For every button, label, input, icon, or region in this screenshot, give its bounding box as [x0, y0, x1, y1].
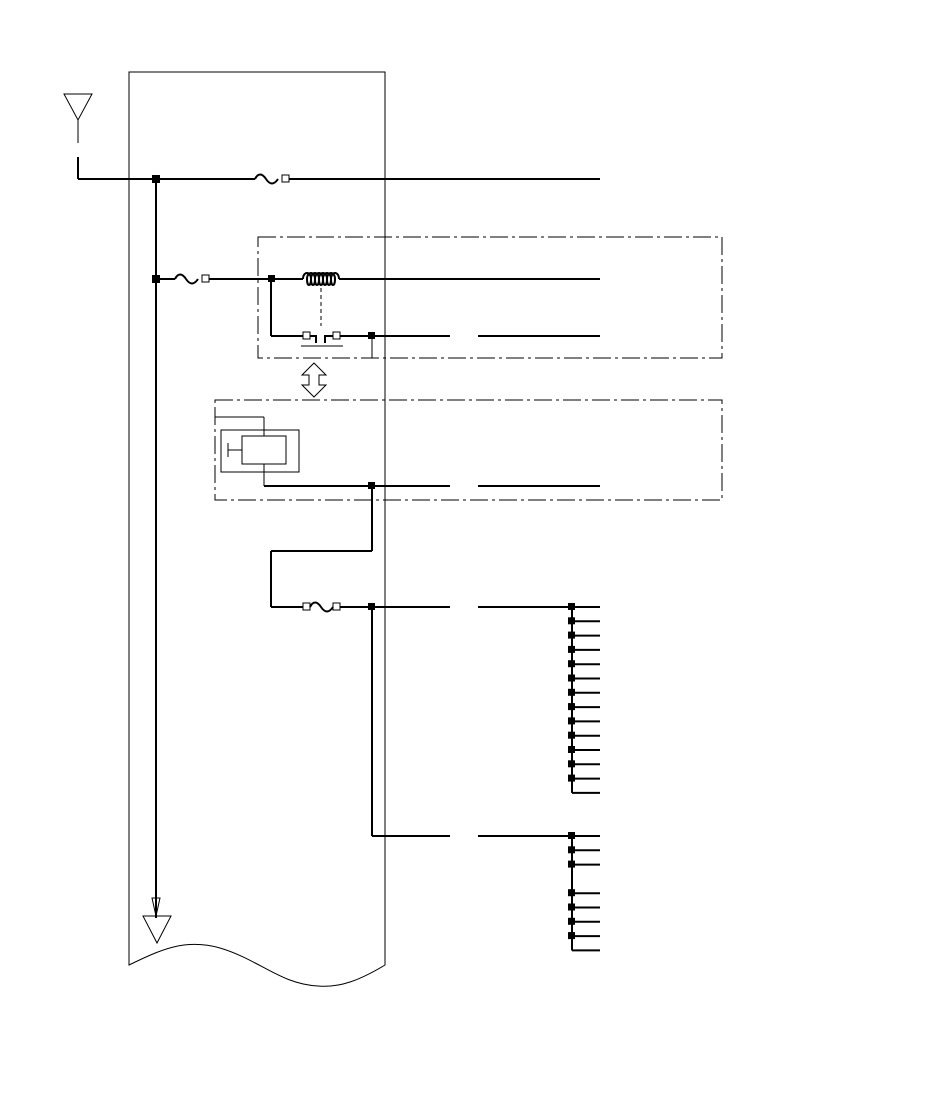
- splice-node: [568, 617, 575, 625]
- power-distribution-box-outline: [128, 71, 386, 987]
- control-module-symbol: [220, 429, 300, 473]
- ground-symbol: [142, 915, 172, 945]
- splice-node: [568, 717, 575, 725]
- splice-node: [568, 603, 575, 610]
- splice-node: [568, 860, 575, 868]
- splice-node: [268, 275, 275, 282]
- splice-node: [368, 332, 375, 339]
- fuse-symbol: [302, 601, 341, 613]
- control-module-boundary: [214, 399, 723, 501]
- splice-node: [568, 660, 575, 668]
- upper-splice-branch-group: [568, 603, 600, 794]
- splice-node: [368, 603, 375, 610]
- splice-node: [568, 760, 575, 768]
- relay-boundary: [257, 236, 723, 359]
- relay-contact-symbol: [301, 331, 343, 347]
- splice-node: [568, 846, 575, 854]
- splice-node: [568, 917, 575, 925]
- splice-node: [152, 175, 160, 183]
- fuse-symbol: [254, 173, 290, 185]
- splice-node: [568, 903, 575, 911]
- splice-node: [568, 688, 575, 696]
- splice-node: [568, 932, 575, 940]
- double-arrow-icon: [300, 362, 328, 398]
- splice-node: [568, 674, 575, 682]
- splice-node: [568, 889, 575, 897]
- lower-splice-branch-group: [568, 832, 600, 952]
- battery-terminal-symbol: [63, 93, 93, 143]
- splice-node: [568, 645, 575, 653]
- relay-coil-symbol: [302, 272, 340, 286]
- splice-node: [568, 703, 575, 711]
- splice-node: [368, 482, 375, 489]
- splice-node: [568, 832, 575, 839]
- splice-node: [568, 774, 575, 782]
- fuse-symbol: [174, 273, 210, 285]
- splice-node: [568, 631, 575, 639]
- splice-node: [568, 746, 575, 753]
- splice-node: [568, 731, 575, 739]
